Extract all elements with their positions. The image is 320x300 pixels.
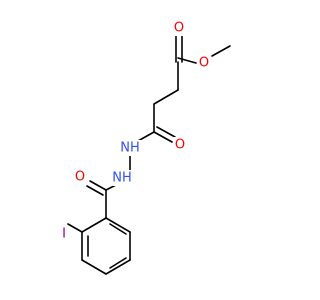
bond-ring-iodine	[67, 223, 83, 233]
bond-o-c-ester	[177, 57, 197, 64]
ring-double-2	[109, 257, 127, 269]
iodine-bg	[58, 226, 70, 242]
ester-carbonyl-oxygen-bg	[172, 20, 186, 36]
bond-methyl-o	[211, 45, 231, 57]
ring-bond-3	[105, 259, 131, 275]
iodine-label: I	[62, 227, 66, 242]
ring-bond-1	[105, 217, 131, 233]
nh-lower-label: NH	[112, 171, 132, 186]
bond-amide-co-1	[153, 131, 173, 143]
bond-benzoyl-co-2	[86, 185, 104, 196]
bond-amide-nh	[137, 131, 155, 142]
molecule-structure-diagram: O O O NH NH O I	[58, 20, 231, 275]
ester-carbonyl-oxygen-label: O	[174, 21, 184, 36]
ring-double-1	[109, 223, 127, 235]
bond-benzoyl-co-1	[89, 180, 107, 191]
molecule-canvas: O O O NH NH O I	[58, 20, 231, 275]
ring-bond-6	[81, 217, 107, 233]
benzoyl-oxygen-bg	[73, 169, 87, 185]
amide-oxygen-bg	[173, 137, 187, 153]
bond-amide-co-2	[156, 126, 176, 138]
nh-upper-bg	[120, 140, 142, 156]
ring-bond-4	[81, 259, 107, 275]
amide-oxygen-label: O	[175, 138, 185, 153]
ester-oxygen-label: O	[199, 56, 209, 71]
bond-ch2-ch2	[153, 89, 179, 105]
benzoyl-oxygen-label: O	[75, 170, 85, 185]
nh-lower-bg	[112, 170, 134, 186]
nh-upper-label: NH	[120, 141, 140, 156]
ester-oxygen-bg	[197, 55, 211, 71]
